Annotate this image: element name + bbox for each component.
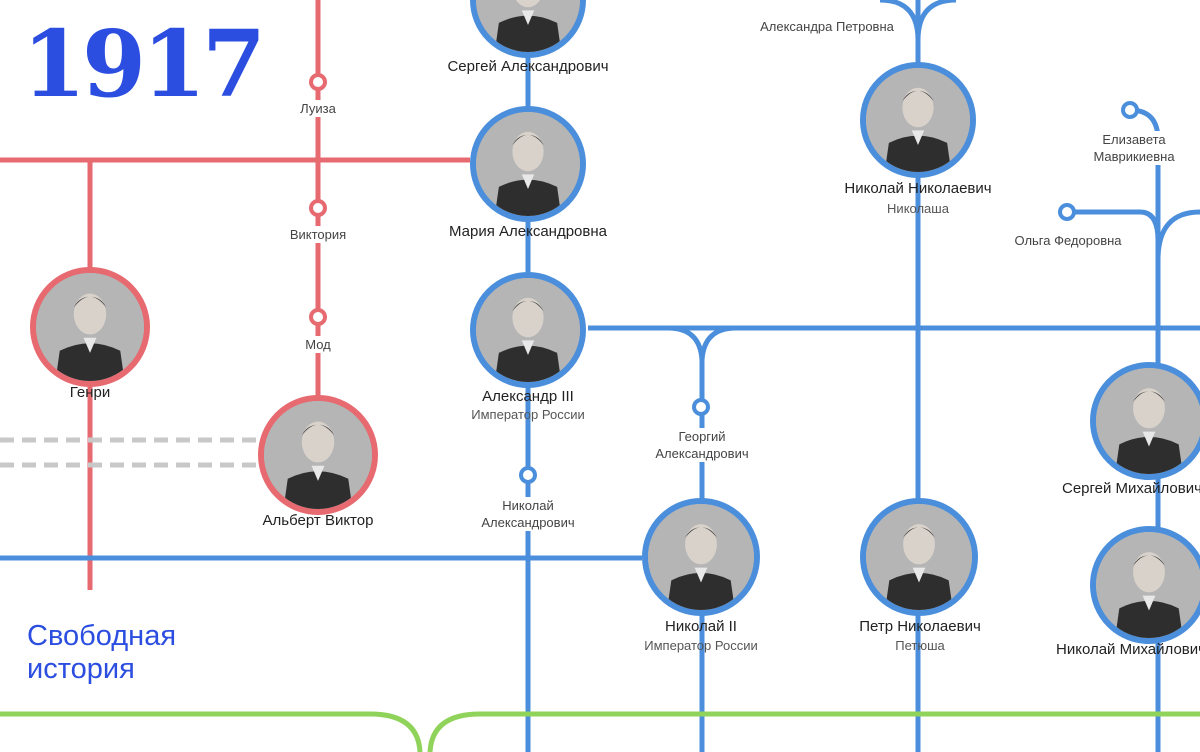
label-georgy-1: Георгий [676, 428, 728, 445]
name-petr: Петр Николаевич [859, 618, 981, 635]
name-nikolai-nik: Николай Николаевич [844, 180, 992, 197]
portrait-image [476, 278, 580, 382]
name-sergei-mikh: Сергей Михайлович [1062, 480, 1200, 497]
title-nikolai2: Император России [644, 638, 758, 653]
label-georgy-2: Александрович [653, 445, 751, 462]
label-olga: Ольга Федоровна [1012, 232, 1124, 249]
dot-luiza[interactable] [309, 73, 327, 91]
label-nikolai-alex-1: Николай [500, 497, 556, 514]
label-elizaveta-2: Маврикиевна [1091, 148, 1177, 165]
label-viktoria: Виктория [287, 226, 349, 243]
name-sergei-alex: Сергей Александрович [447, 58, 609, 75]
portrait-petr[interactable] [860, 498, 978, 616]
brand-line-1: Свободная [27, 620, 177, 652]
portrait-maria[interactable] [470, 106, 586, 222]
dot-mod[interactable] [309, 308, 327, 326]
dot-olga[interactable] [1058, 203, 1076, 221]
line-blue-right-curve [1155, 209, 1200, 261]
label-elizaveta-1: Елизавета [1100, 131, 1168, 148]
portrait-image [36, 273, 144, 381]
label-alexandra: Александра Петровна [758, 18, 896, 35]
line-blue-georgy-branch [667, 325, 737, 752]
portrait-image [476, 0, 580, 52]
portrait-image [1096, 368, 1200, 474]
name-maria: Мария Александровна [448, 223, 608, 240]
portrait-image [866, 68, 970, 172]
title-nikolai-nik: Николаша [887, 201, 949, 216]
brand-line-2: история [27, 653, 135, 685]
dot-elizaveta[interactable] [1121, 101, 1139, 119]
label-mod: Мод [303, 336, 333, 353]
line-blue-olga [1070, 209, 1161, 241]
portrait-nikolai-mikh[interactable] [1090, 526, 1200, 644]
logo-1917[interactable]: 1917 [22, 10, 266, 118]
name-alexander3: Александр III [482, 388, 574, 405]
name-nikolai2: Николай II [665, 618, 737, 635]
title-petr: Петюша [895, 638, 945, 653]
portrait-nikolai2[interactable] [642, 498, 760, 616]
line-blue-top-fork [879, 0, 957, 41]
label-luiza: Луиза [298, 100, 338, 117]
portrait-sergei-mikh[interactable] [1090, 362, 1200, 480]
line-green-bottom [0, 711, 1200, 752]
portrait-alexander3[interactable] [470, 272, 586, 388]
label-nikolai-alex-2: Александрович [479, 514, 577, 531]
portrait-sergei-alex[interactable] [470, 0, 586, 58]
portrait-image [264, 401, 372, 509]
portrait-image [1096, 532, 1200, 638]
portrait-image [866, 504, 972, 610]
portrait-genri[interactable] [30, 267, 150, 387]
dot-viktoria[interactable] [309, 199, 327, 217]
portrait-image [476, 112, 580, 216]
name-genri: Генри [69, 384, 111, 401]
dot-georgy[interactable] [692, 398, 710, 416]
brand-title[interactable]: Свободная история [27, 620, 176, 686]
name-nikolai-mikh: Николай Михайлович [1056, 641, 1200, 658]
dot-nikolai-alex[interactable] [519, 466, 537, 484]
title-alexander3: Император России [471, 407, 585, 422]
portrait-image [648, 504, 754, 610]
portrait-nikolai-nik[interactable] [860, 62, 976, 178]
portrait-albert[interactable] [258, 395, 378, 515]
name-albert: Альберт Виктор [262, 512, 374, 529]
